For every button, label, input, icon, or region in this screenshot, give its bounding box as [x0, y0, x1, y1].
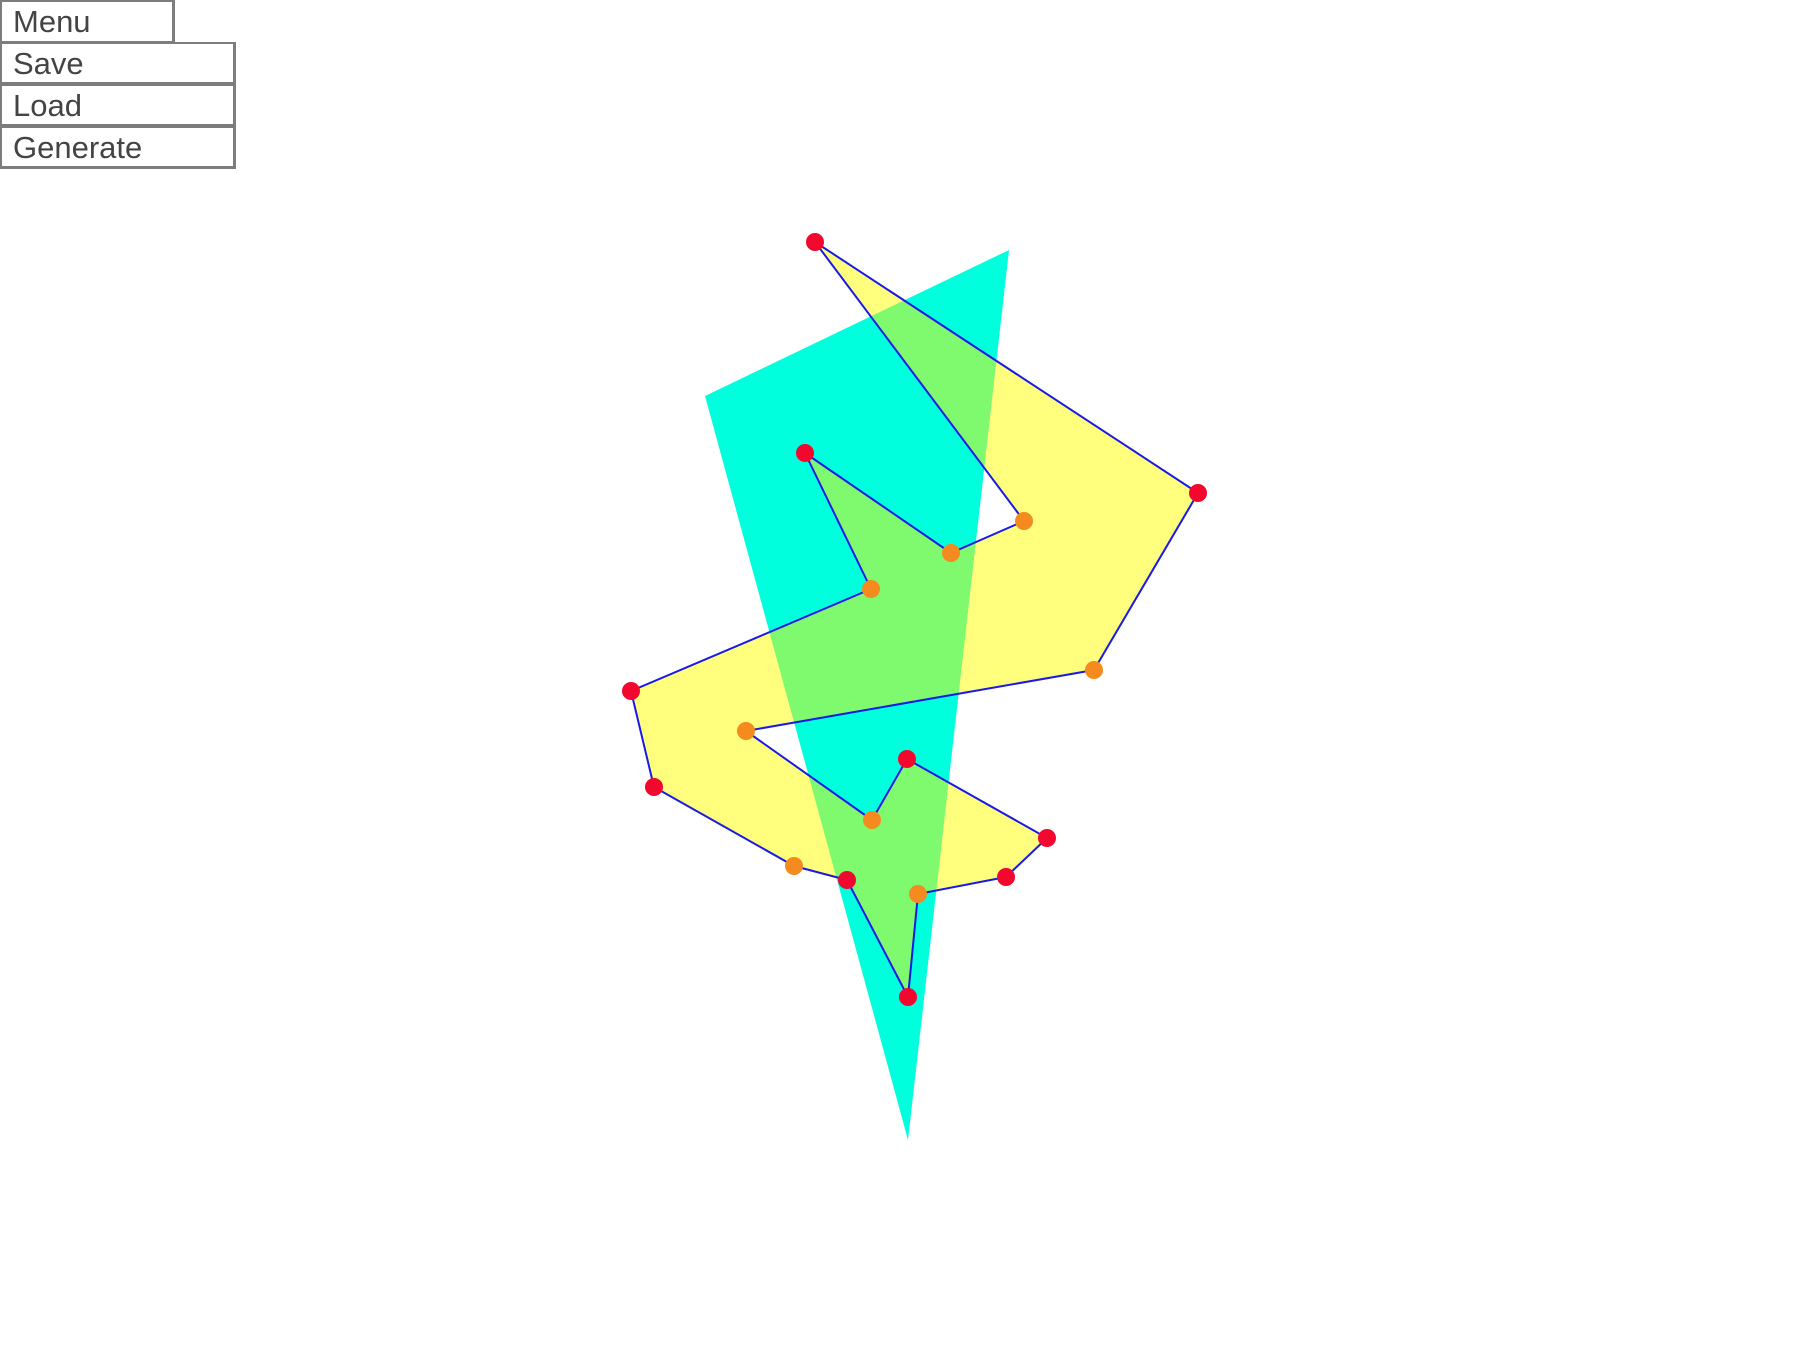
convex-vertex-handle[interactable] — [1038, 829, 1056, 847]
reflex-vertex-handle[interactable] — [1015, 512, 1033, 530]
polygon-vertices — [622, 233, 1207, 1006]
convex-vertex-handle[interactable] — [622, 682, 640, 700]
reflex-vertex-handle[interactable] — [1085, 661, 1103, 679]
convex-vertex-handle[interactable] — [1189, 484, 1207, 502]
reflex-vertex-handle[interactable] — [737, 722, 755, 740]
menu-panel: Menu Save Load Generate — [0, 0, 236, 169]
load-button[interactable]: Load — [0, 84, 236, 127]
convex-vertex-handle[interactable] — [645, 778, 663, 796]
convex-vertex-handle[interactable] — [899, 988, 917, 1006]
convex-vertex-handle[interactable] — [796, 444, 814, 462]
convex-vertex-handle[interactable] — [997, 868, 1015, 886]
reflex-vertex-handle[interactable] — [942, 544, 960, 562]
menu-button[interactable]: Menu — [0, 0, 175, 43]
reflex-vertex-handle[interactable] — [863, 811, 881, 829]
generate-button[interactable]: Generate — [0, 126, 236, 169]
convex-vertex-handle[interactable] — [838, 871, 856, 889]
reflex-vertex-handle[interactable] — [909, 885, 927, 903]
save-button[interactable]: Save — [0, 42, 236, 85]
reflex-vertex-handle[interactable] — [785, 857, 803, 875]
convex-vertex-handle[interactable] — [898, 750, 916, 768]
reflex-vertex-handle[interactable] — [862, 580, 880, 598]
convex-vertex-handle[interactable] — [806, 233, 824, 251]
